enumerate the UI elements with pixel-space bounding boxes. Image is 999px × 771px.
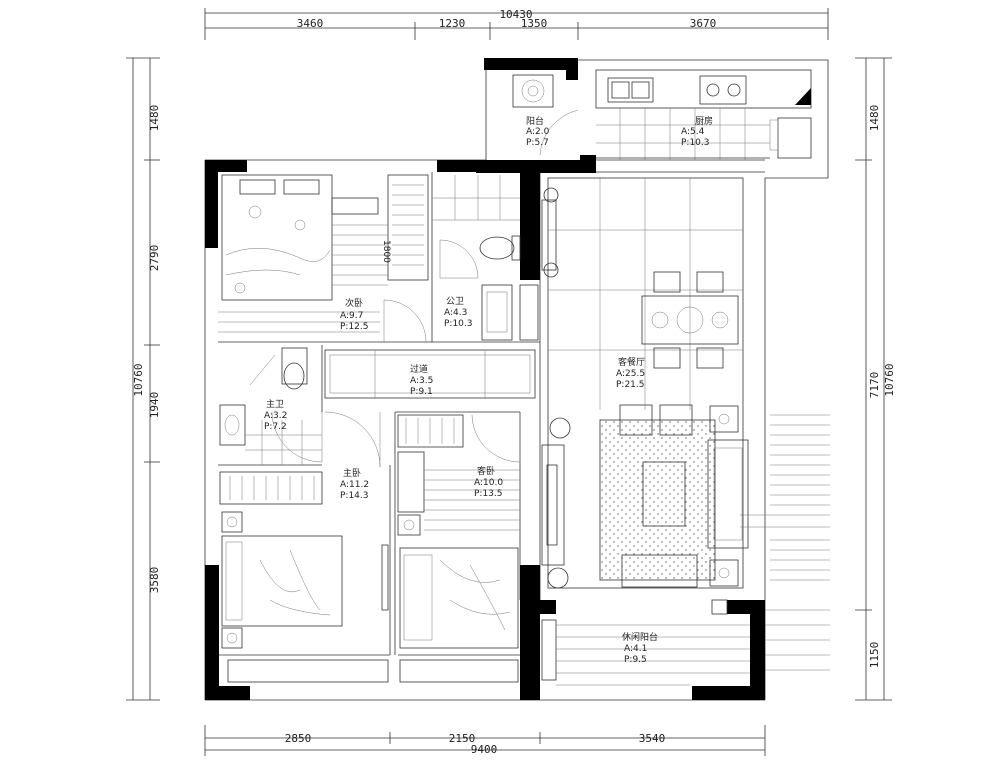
corridor-area [324, 349, 536, 399]
room-name: 次卧 [345, 297, 363, 309]
room-name: 过道 [410, 363, 428, 375]
dim-right-total: 10760 [883, 363, 896, 396]
room-name: 客餐厅 [618, 356, 645, 368]
room-name: 客卧 [477, 465, 495, 477]
dim-bottom-1: 2850 [285, 732, 312, 745]
room-label-living-dining: 客餐厅 A:25.5 P:21.5 [616, 356, 645, 390]
room-label-public-bath: 公卫 A:4.3 P:10.3 [444, 296, 473, 329]
room-area: A:5.4 [681, 127, 705, 137]
room-perimeter: P:12.5 [340, 322, 369, 332]
master-bath-area [219, 347, 323, 465]
dim-top-2: 1230 [439, 17, 466, 30]
living-dining-area [541, 177, 830, 589]
room-label-balcony: 阳台 A:2.0 P:5.7 [526, 115, 550, 148]
room-name: 主卧 [343, 467, 361, 479]
room-perimeter: P:10.3 [681, 138, 710, 148]
dim-left-2: 2790 [148, 245, 161, 272]
public-bath-area [432, 175, 539, 341]
dim-left-3: 1940 [148, 392, 161, 419]
dim-right-3: 1150 [868, 642, 881, 669]
room-label-second-bedroom: 次卧 A:9.7 P:12.5 [340, 297, 369, 332]
room-area: A:3.5 [410, 376, 433, 386]
guest-bedroom-area [397, 414, 521, 683]
room-area: A:10.0 [474, 478, 503, 488]
room-name: 公卫 [446, 296, 464, 307]
room-perimeter: P:5.7 [526, 138, 549, 148]
room-area: A:11.2 [340, 480, 369, 490]
room-perimeter: P:9.1 [410, 387, 433, 397]
room-area: A:25.5 [616, 369, 645, 379]
room-perimeter: P:14.3 [340, 491, 369, 501]
room-area: A:4.1 [624, 644, 647, 654]
room-perimeter: P:7.2 [264, 422, 287, 432]
room-perimeter: P:9.5 [624, 655, 647, 665]
room-area: A:3.2 [264, 411, 287, 421]
room-perimeter: P:13.5 [474, 489, 503, 499]
room-name: 阳台 [526, 115, 544, 127]
room-perimeter: P:21.5 [616, 380, 645, 390]
second-bedroom-area [218, 174, 429, 343]
dim-right-1: 1480 [868, 105, 881, 132]
dim-top-total: 10430 [499, 8, 532, 21]
room-area: A:2.0 [526, 127, 550, 137]
dim-bottom-3: 3540 [639, 732, 666, 745]
room-label-guest-bedroom: 客卧 A:10.0 P:13.5 [474, 465, 503, 499]
room-area: A:9.7 [340, 311, 363, 321]
room-name: 厨房 [695, 115, 713, 127]
bed-length-label: 1800 [381, 240, 391, 263]
balcony-area [512, 74, 579, 156]
floor-boards [218, 224, 388, 333]
dim-top-1: 3460 [297, 17, 324, 30]
room-area: A:4.3 [444, 308, 467, 318]
kitchen-area [595, 69, 812, 160]
dim-right-2: 7170 [868, 372, 881, 399]
dim-top-4: 3670 [690, 17, 717, 30]
dimension-lines [126, 8, 892, 756]
room-name: 休闲阳台 [622, 631, 658, 643]
dim-left-1: 1480 [148, 105, 161, 132]
leisure-balcony-area [541, 599, 830, 686]
dim-left-4: 3580 [148, 567, 161, 594]
walls [205, 58, 765, 700]
room-label-leisure-balcony: 休闲阳台 A:4.1 P:9.5 [622, 631, 658, 665]
dim-top-3: 1350 [521, 17, 548, 30]
dim-bottom-2: 2150 [449, 732, 476, 745]
room-label-kitchen: 厨房 A:5.4 P:10.3 [681, 115, 713, 148]
room-label-master-bath: 主卫 A:3.2 P:7.2 [264, 398, 287, 432]
wardrobe-hangers [392, 184, 424, 266]
room-label-master-bedroom: 主卧 A:11.2 P:14.3 [340, 467, 369, 501]
dim-bottom-total: 9400 [471, 743, 498, 756]
room-perimeter: P:10.3 [444, 319, 473, 329]
room-label-corridor: 过道 A:3.5 P:9.1 [410, 363, 433, 397]
dim-left-total: 10760 [132, 363, 145, 396]
room-name: 主卫 [266, 398, 284, 410]
master-bedroom-area [219, 411, 389, 683]
